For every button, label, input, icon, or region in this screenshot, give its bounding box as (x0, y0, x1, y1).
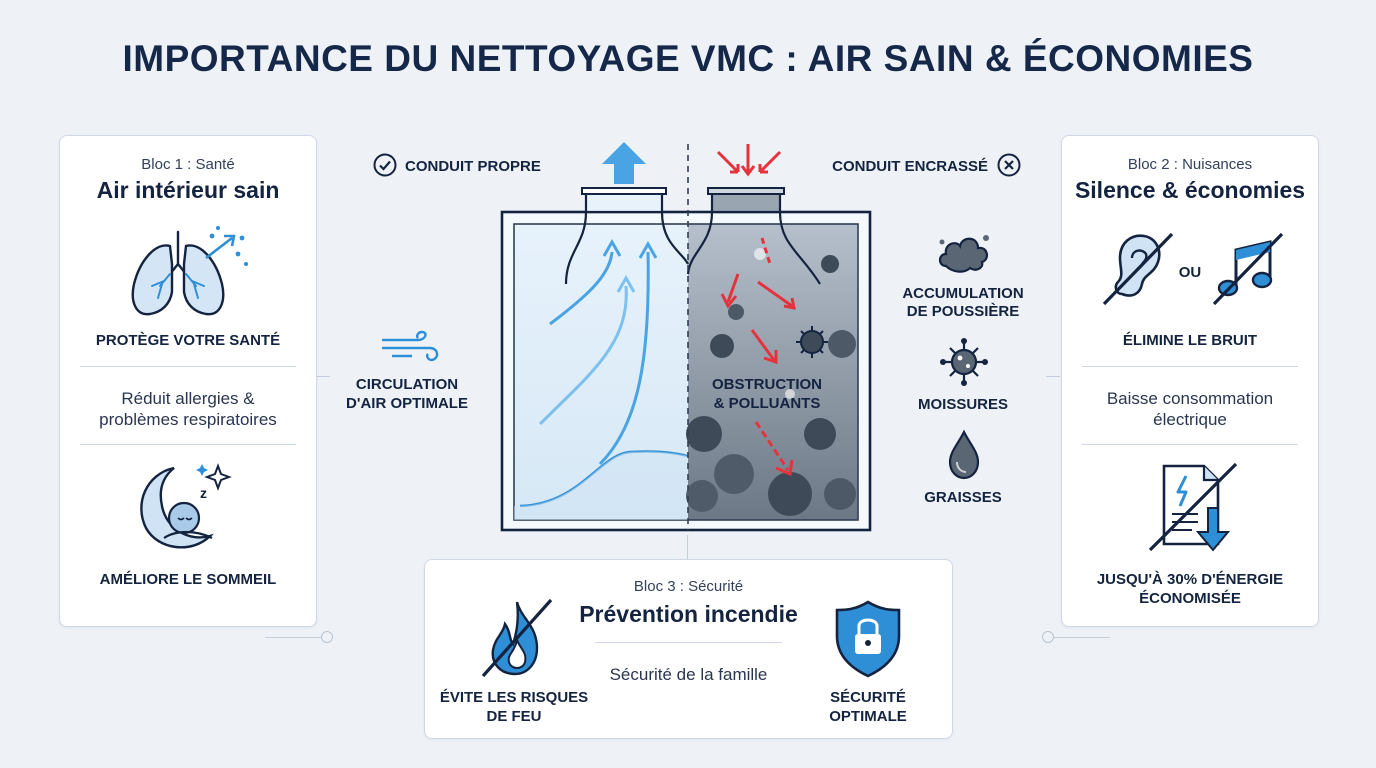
bloc1-card: Bloc 1 : Santé Air intérieur sain PROTÈG… (59, 135, 317, 627)
crossed-music-note-icon (1212, 232, 1284, 306)
connector-dot (321, 631, 333, 643)
bloc3-desc: Sécurité de la famille (609, 665, 768, 684)
dust-cloud-icon (938, 235, 989, 273)
bloc1-item2: AMÉLIORE LE SOMMEIL (99, 571, 277, 588)
svg-text:z: z (200, 485, 207, 501)
dirty-duct-label: CONDUIT ENCRASSÉ (832, 158, 988, 175)
wind-icon (382, 330, 439, 362)
bloc1-desc-line2: problèmes respiratoires (99, 410, 277, 429)
mold-spore-icon (940, 338, 988, 386)
connector-center (687, 535, 688, 559)
grease-drop-icon (948, 429, 980, 480)
bloc2-desc-line2: électrique (1153, 410, 1227, 429)
bloc3-label: Bloc 3 : Sécurité (633, 578, 744, 595)
page-title: IMPORTANCE DU NETTOYAGE VMC : AIR SAIN &… (122, 38, 1254, 79)
divider (80, 366, 296, 367)
airflow-label-line2: D'AIR OPTIMALE (346, 395, 468, 412)
connector-dot (1042, 631, 1054, 643)
airflow-label-line1: CIRCULATION (355, 376, 459, 393)
connector-right-bottom (1050, 637, 1110, 638)
bloc2-item2-line2: ÉCONOMISÉE (1139, 590, 1241, 607)
connector-right (1046, 376, 1060, 377)
energy-document-icon (1148, 462, 1238, 552)
obstruction-label-line2: & POLLUANTS (713, 395, 821, 412)
shield-lock-icon (835, 600, 901, 678)
bloc2-item2-line1: JUSQU'À 30% D'ÉNERGIE (1096, 571, 1284, 588)
crossed-flame-icon (481, 598, 553, 678)
dust-label-line2: DE POUSSIÈRE (906, 303, 1020, 320)
bloc2-card: Bloc 2 : Nuisances Silence & économies O… (1061, 135, 1319, 627)
bloc2-title: Silence & économies (1074, 177, 1306, 203)
crossed-ear-icon (1102, 232, 1174, 306)
check-circle-icon (373, 153, 397, 177)
clean-duct-label: CONDUIT PROPRE (405, 158, 541, 175)
vmc-duct-illustration (500, 142, 872, 532)
bloc3-item1-line2: DE FEU (486, 708, 542, 725)
divider (80, 444, 296, 445)
divider (1082, 366, 1298, 367)
bloc3-item2-line1: SÉCURITÉ (830, 689, 906, 706)
bloc3-item2-line2: OPTIMALE (829, 708, 907, 725)
bloc2-label: Bloc 2 : Nuisances (1127, 156, 1253, 173)
grease-label: GRAISSES (924, 489, 1002, 506)
bloc3-title: Prévention incendie (579, 601, 798, 627)
divider (595, 642, 782, 643)
bloc1-label: Bloc 1 : Santé (141, 156, 235, 173)
bloc3-card: Bloc 3 : Sécurité Prévention incendie Sé… (424, 559, 953, 739)
bloc2-item1: ÉLIMINE LE BRUIT (1122, 332, 1258, 349)
mold-label: MOISSURES (917, 396, 1008, 413)
bloc1-item1: PROTÈGE VOTRE SANTÉ (95, 332, 281, 349)
bloc2-ou: OU (1178, 264, 1202, 281)
cross-circle-icon (997, 153, 1021, 177)
bloc1-desc-line1: Réduit allergies & (121, 389, 255, 408)
connector-left-bottom (265, 637, 325, 638)
divider (1082, 444, 1298, 445)
bloc2-desc-line1: Baisse consommation (1106, 389, 1274, 408)
dust-label-line1: ACCUMULATION (902, 285, 1024, 302)
lungs-icon (131, 226, 248, 316)
bloc1-title: Air intérieur sain (96, 177, 280, 203)
obstruction-label-line1: OBSTRUCTION (712, 376, 822, 393)
bloc3-item1-line1: ÉVITE LES RISQUES (439, 689, 589, 706)
connector-left (316, 376, 330, 377)
sleep-moon-icon: z (140, 463, 232, 549)
